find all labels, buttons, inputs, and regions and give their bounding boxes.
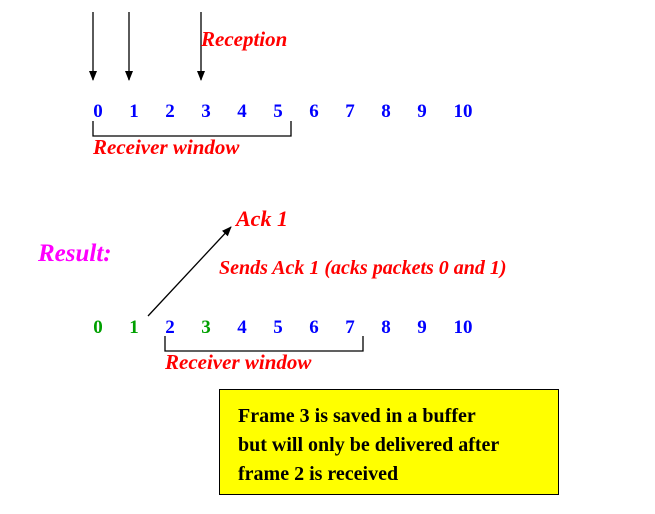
ack-label: Ack 1 <box>236 206 288 231</box>
result-frame-number-8: 8 <box>381 317 391 338</box>
top-frame-number-8: 8 <box>381 101 391 122</box>
top-frame-number-4: 4 <box>237 101 247 122</box>
top-frame-number-1: 1 <box>129 101 139 122</box>
ack-arrow <box>147 226 232 317</box>
result-label: Result: <box>38 240 112 267</box>
result-frame-number-0: 0 <box>93 317 103 338</box>
result-frame-number-10: 10 <box>453 317 473 338</box>
reception-label: Reception <box>201 27 288 51</box>
result-frame-number-1: 1 <box>129 317 139 338</box>
sends-ack-label: Sends Ack 1 (acks packets 0 and 1) <box>219 257 507 279</box>
result-frame-number-9: 9 <box>417 317 427 338</box>
buffer-note-box: Frame 3 is saved in a buffer but will on… <box>219 389 559 495</box>
result-receiver-window-label: Receiver window <box>165 350 312 374</box>
note-line: Frame 3 is saved in a buffer <box>238 405 476 427</box>
top-receiver-window-label: Receiver window <box>93 135 240 159</box>
top-frame-number-5: 5 <box>273 101 283 122</box>
top-frame-number-3: 3 <box>201 101 211 122</box>
result-frame-number-2: 2 <box>165 317 175 338</box>
top-receiver-window-bracket <box>92 121 292 137</box>
result-frame-number-6: 6 <box>309 317 319 338</box>
top-frame-number-0: 0 <box>93 101 103 122</box>
top-frame-number-7: 7 <box>345 101 355 122</box>
result-frame-number-3: 3 <box>201 317 211 338</box>
result-receiver-window-bracket <box>164 336 364 352</box>
note-line: frame 2 is received <box>238 463 399 485</box>
note-line: but will only be delivered after <box>238 434 500 456</box>
result-frame-number-7: 7 <box>345 317 355 338</box>
result-frame-number-4: 4 <box>237 317 247 338</box>
top-frame-number-9: 9 <box>417 101 427 122</box>
top-frame-number-10: 10 <box>453 101 473 122</box>
top-frame-number-6: 6 <box>309 101 319 122</box>
result-frame-number-5: 5 <box>273 317 283 338</box>
top-frame-number-2: 2 <box>165 101 175 122</box>
